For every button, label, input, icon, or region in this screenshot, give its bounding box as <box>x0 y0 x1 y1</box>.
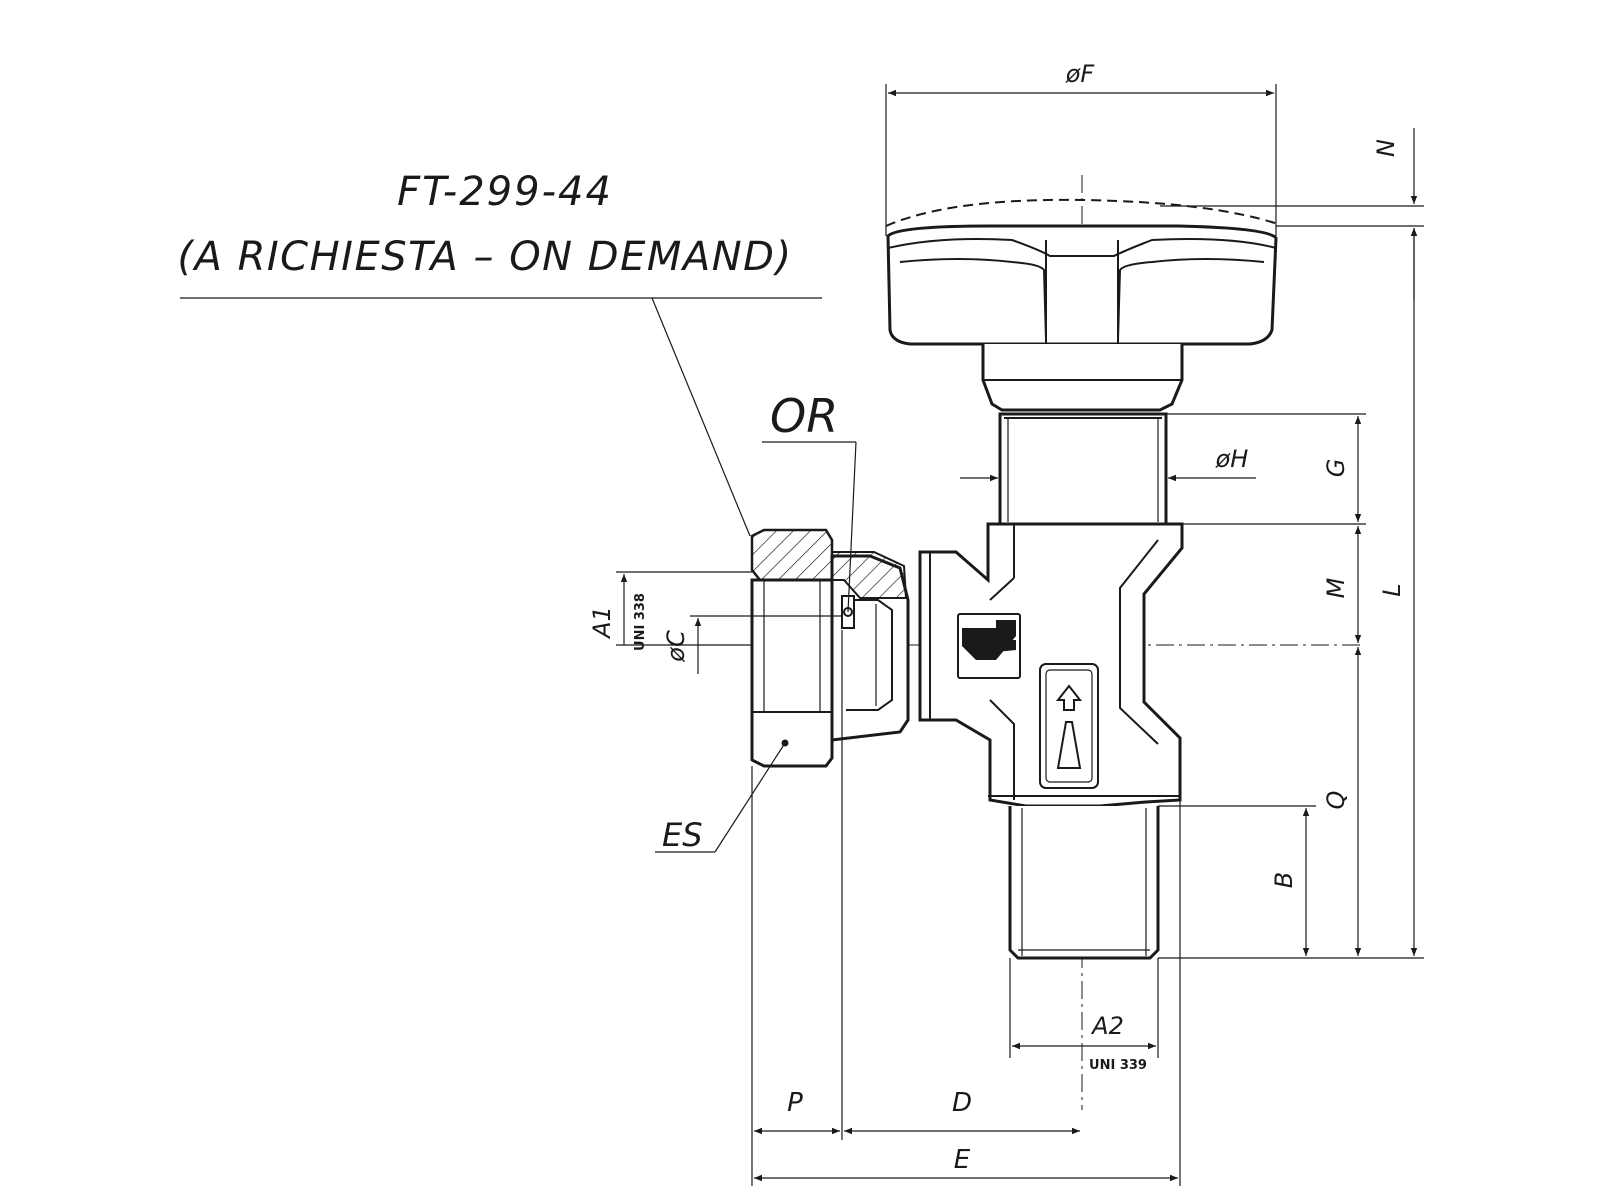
dim-p-label: P <box>787 1088 803 1118</box>
title-leader-line <box>651 297 751 537</box>
handwheel-right-lobe <box>1117 258 1265 341</box>
dim-a2-standard: UNI 339 <box>1089 1058 1147 1073</box>
dim-n-label: N <box>1372 139 1400 157</box>
right-dimensions: N G M Q L B <box>1158 128 1424 959</box>
dim-q-label: Q <box>1322 791 1350 810</box>
dim-b-label: B <box>1270 872 1298 888</box>
inlet-thread <box>1008 806 1160 960</box>
or-callout: OR <box>762 389 857 613</box>
dim-d-label: D <box>952 1088 972 1118</box>
inlet-outline <box>1008 806 1160 960</box>
body-inner-right <box>1119 539 1159 745</box>
dim-g-label: G <box>1322 459 1350 478</box>
dimension-f: øF <box>885 60 1277 236</box>
wedge-icon <box>1056 721 1082 769</box>
arrow-plate-inner <box>1045 669 1093 783</box>
dim-a2-label: A2 <box>1090 1012 1124 1040</box>
drawing-title: FT-299-44 <box>397 169 613 215</box>
es-leader-line <box>714 742 786 853</box>
body-inner-left <box>989 577 1015 800</box>
side-connector: ES <box>655 528 910 854</box>
up-arrow-icon <box>1055 684 1083 711</box>
or-label: OR <box>770 389 838 443</box>
es-nut-section <box>750 528 834 582</box>
es-label: ES <box>662 816 703 854</box>
dim-h-label: øH <box>1215 445 1249 473</box>
dim-l-label: L <box>1378 583 1406 596</box>
dim-f-label: øF <box>1065 60 1096 88</box>
handwheel-left-lobe <box>899 258 1047 341</box>
stem-collar <box>981 344 1184 412</box>
dimension-h: øH <box>960 445 1256 482</box>
bottom-dimensions: A2 UNI 339 P D E <box>751 630 1181 1186</box>
bonnet-nut <box>998 412 1168 526</box>
left-dimensions: A1 UNI 338 øC <box>588 571 842 674</box>
valve-logo <box>957 613 1021 679</box>
dim-m-label: M <box>1322 577 1350 598</box>
dim-a1-standard: UNI 338 <box>633 593 648 651</box>
drawing-subtitle: (A RICHIESTA – ON DEMAND) <box>177 234 792 280</box>
dim-c-label: øC <box>662 630 690 663</box>
flow-arrow-plate <box>1039 663 1099 789</box>
handwheel-body <box>886 224 1278 346</box>
handwheel <box>885 198 1279 346</box>
title-block: FT-299-44 (A RICHIESTA – ON DEMAND) <box>177 169 822 537</box>
handwheel-open-outline <box>885 198 1279 227</box>
arrow-plate-outer <box>1039 663 1099 789</box>
handwheel-top-curve <box>887 238 1277 257</box>
or-leader-line <box>847 441 857 613</box>
stem-assembly <box>981 344 1184 526</box>
dim-e-label: E <box>954 1145 971 1175</box>
connector-inner-bore <box>846 599 893 711</box>
dim-a1-label: A1 <box>588 606 616 640</box>
logo-mark <box>962 620 1016 660</box>
